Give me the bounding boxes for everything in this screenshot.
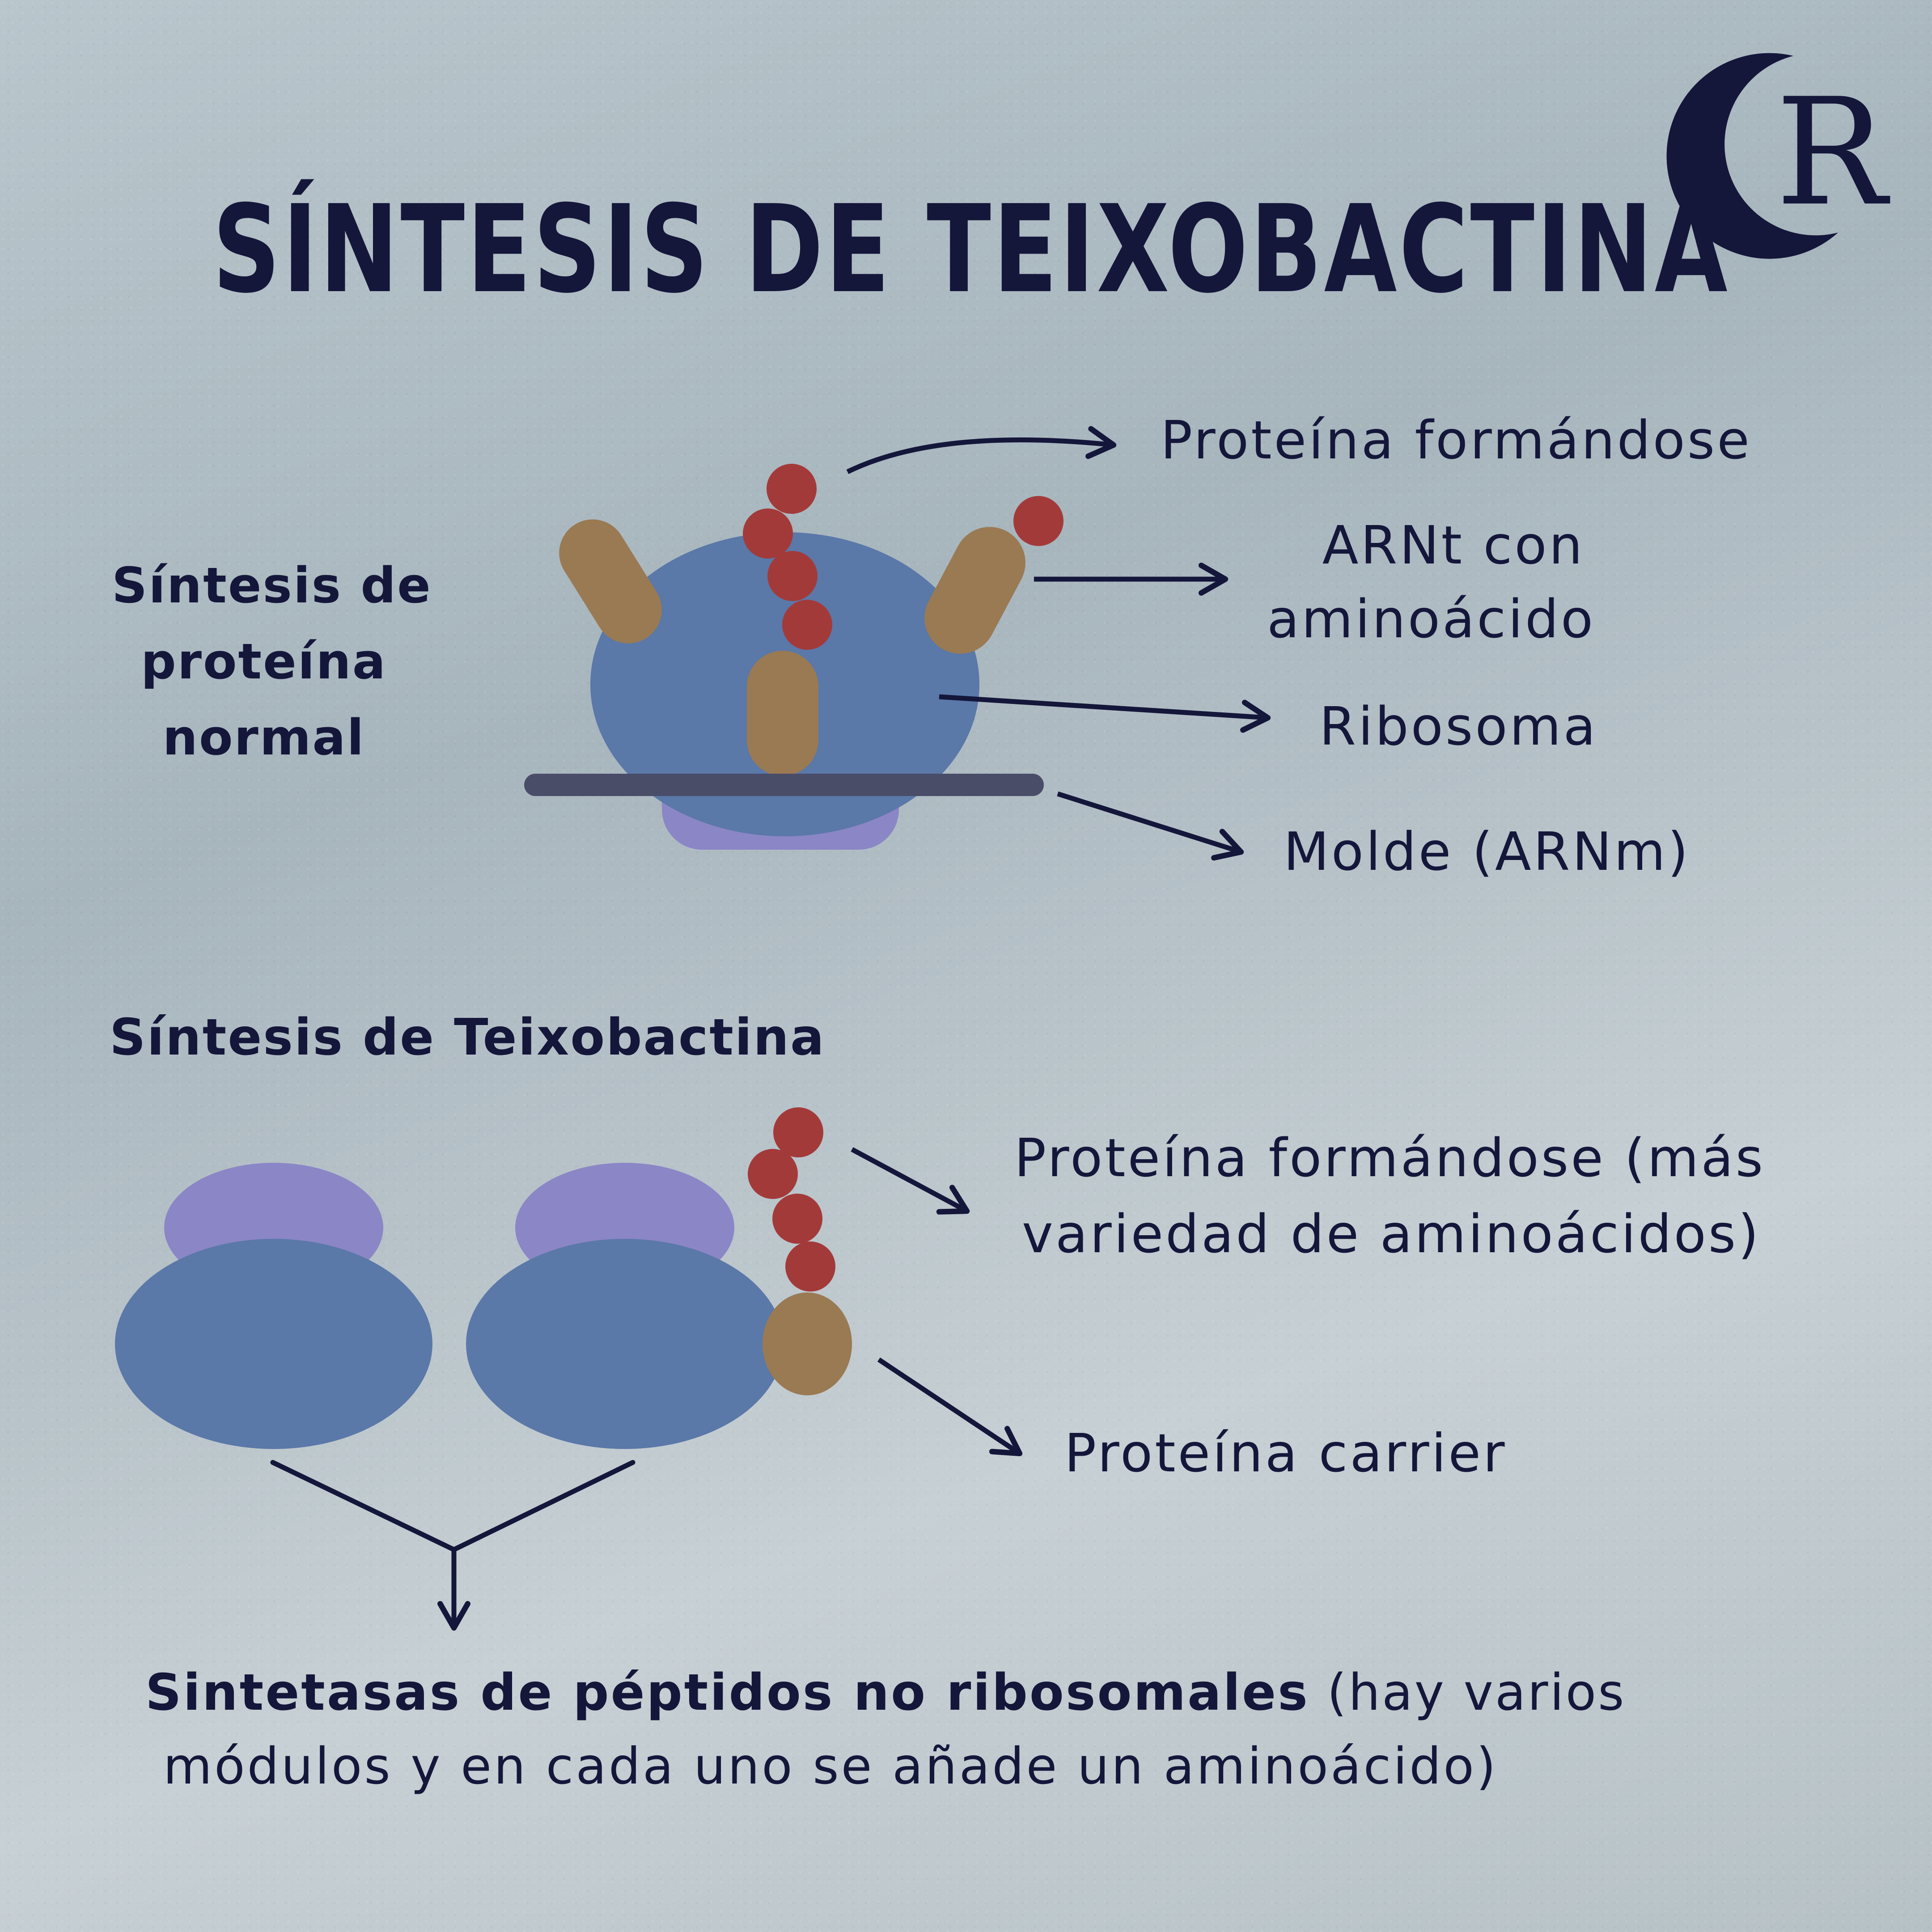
trna-center (747, 651, 818, 776)
ribosome-diagram (524, 464, 1063, 850)
logo-mark: R (1666, 53, 1891, 259)
section1-heading-line3: normal (162, 709, 365, 766)
label-protein-forming-2-line1: Proteína formándose (más (1014, 1127, 1766, 1189)
label-protein-forming: Proteína formándose (1161, 409, 1752, 471)
amino-acid (782, 600, 832, 650)
logo-letter-r: R (1775, 67, 1891, 238)
summary-line1: Sintetasas de péptidos no ribosomales (h… (145, 1664, 1626, 1722)
label-carrier-protein: Proteína carrier (1064, 1422, 1507, 1484)
label-trna-line1: ARNt con (1322, 514, 1585, 576)
label-protein-forming-2-line2: variedad de aminoácidos) (1022, 1203, 1761, 1265)
logo-crescent (1666, 53, 1838, 259)
amino-acid (767, 464, 817, 514)
arrow-protein-2 (851, 1147, 970, 1215)
amino-acid (748, 1149, 798, 1199)
label-ribosome: Ribosoma (1319, 695, 1598, 757)
amino-acid (773, 1107, 823, 1157)
section1-heading-line2: proteína (141, 633, 387, 690)
arrow-protein (846, 426, 1117, 474)
modules-connector (270, 1460, 636, 1631)
nrps-diagram (115, 1107, 852, 1449)
amino-acid (772, 1194, 822, 1244)
amino-acid (743, 508, 793, 559)
label-trna-line2: aminoácido (1267, 588, 1596, 650)
amino-acid (785, 1241, 835, 1292)
page-title: SÍNTESIS DE TEIXOBACTINA (212, 179, 1730, 320)
arrow-ribosome (939, 694, 1271, 733)
section2-heading: Síntesis de Teixobactina (110, 1008, 826, 1067)
mrna-template-bar (524, 774, 1044, 796)
section1-heading-line1: Síntesis de (112, 557, 432, 614)
trna-right (924, 527, 1025, 654)
amino-acid-on-trna (1013, 496, 1063, 546)
carrier-protein (763, 1292, 852, 1395)
trna-left (559, 519, 662, 644)
module-1-body (115, 1239, 432, 1449)
arrow-template (1057, 791, 1244, 861)
summary-line2: módulos y en cada uno se añade un aminoá… (163, 1737, 1498, 1796)
amino-acid (767, 551, 818, 601)
summary-rest: (hay varios (1309, 1664, 1626, 1722)
summary-bold: Sintetasas de péptidos no ribosomales (145, 1664, 1309, 1722)
module-2-body (466, 1239, 784, 1449)
arrow-carrier (877, 1357, 1023, 1457)
label-template: Molde (ARNm) (1284, 821, 1690, 882)
